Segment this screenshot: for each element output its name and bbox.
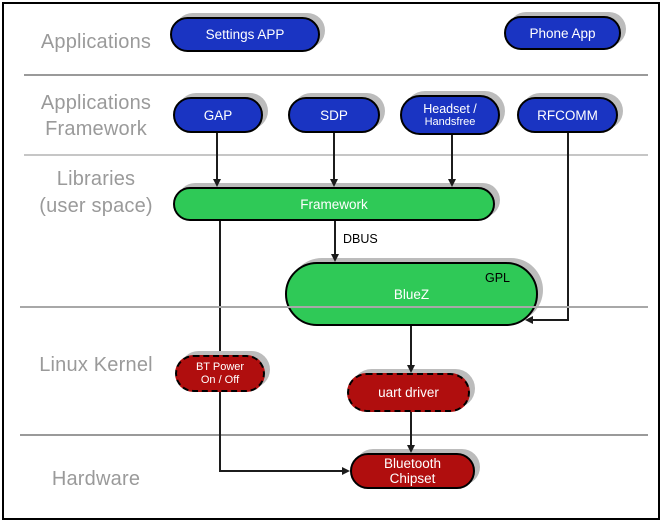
layer-divider-3 (20, 306, 648, 308)
dbus-label: DBUS (343, 232, 378, 246)
connector-bluez-to-uart (410, 326, 412, 373)
connector-gap-to-framework (216, 133, 218, 187)
bt-chipset-label-line1: Bluetooth (383, 456, 442, 471)
bluetooth-chipset-node: Bluetooth Chipset (350, 453, 475, 489)
arrowhead-gap-framework (213, 179, 221, 187)
layer-divider-4 (20, 434, 648, 436)
uart-driver-node: uart driver (347, 373, 470, 412)
bt-chipset-label-line2: Chipset (389, 471, 436, 486)
rfcomm-node: RFCOMM (517, 97, 618, 133)
arrowhead-sdp-framework (330, 179, 338, 187)
headset-label-line2: Handsfree (424, 115, 476, 128)
layer-label-linux-kernel: Linux Kernel (39, 354, 153, 376)
headset-handsfree-node: Headset / Handsfree (400, 95, 500, 135)
connector-uart-to-chipset (410, 412, 412, 453)
layer-label-libraries: Libraries (user space) (0, 166, 192, 220)
phone-app-label: Phone App (529, 25, 596, 41)
bt-power-label-line2: On / Off (200, 373, 240, 386)
arrowhead-headset-framework (448, 179, 456, 187)
phone-app-node: Phone App (504, 16, 621, 50)
sdp-label: SDP (320, 107, 348, 123)
bluez-node: GPL BlueZ (285, 262, 538, 326)
connector-headset-to-framework (451, 135, 453, 187)
layer-divider-2 (24, 154, 648, 156)
layer-label-applications-framework: Applications Framework (0, 90, 192, 142)
connector-rfcomm-vertical (567, 133, 569, 321)
arrowhead-uart-chipset (407, 445, 415, 453)
settings-app-label: Settings APP (205, 27, 285, 42)
arrowhead-bluez-uart (407, 365, 415, 373)
layer-label-line: Applications (40, 92, 152, 114)
uart-driver-label: uart driver (378, 385, 439, 400)
gap-label: GAP (203, 107, 233, 123)
layer-label-line: (user space) (39, 195, 153, 217)
connector-framework-to-bluez-dbus (334, 221, 336, 262)
connector-sdp-to-framework (333, 133, 335, 187)
connector-rfcomm-horizontal (527, 319, 569, 321)
layer-label-line: Framework (45, 118, 147, 140)
gpl-tag: GPL (484, 271, 510, 285)
bt-power-label-line1: BT Power (195, 360, 245, 373)
layer-label-hardware: Hardware (51, 468, 141, 490)
arrowhead-rfcomm-bluez (525, 316, 533, 324)
bluez-label: BlueZ (393, 286, 430, 302)
arrowhead-dbus-bluez (331, 254, 339, 262)
settings-app-node: Settings APP (170, 17, 320, 52)
connector-btpower-chipset-horizontal (219, 470, 343, 472)
sdp-node: SDP (288, 97, 380, 133)
bt-power-node: BT Power On / Off (175, 355, 265, 392)
framework-label: Framework (300, 196, 368, 212)
layer-label-applications: Applications (40, 31, 152, 53)
connector-framework-btpower-vertical (219, 221, 221, 472)
layer-label-line: Libraries (56, 168, 136, 190)
framework-node: Framework (173, 187, 495, 221)
arrowhead-to-chipset-left (342, 467, 350, 475)
rfcomm-label: RFCOMM (537, 107, 598, 123)
gap-node: GAP (173, 97, 263, 133)
layer-divider-1 (24, 74, 648, 76)
headset-label-line1: Headset / (423, 101, 477, 116)
